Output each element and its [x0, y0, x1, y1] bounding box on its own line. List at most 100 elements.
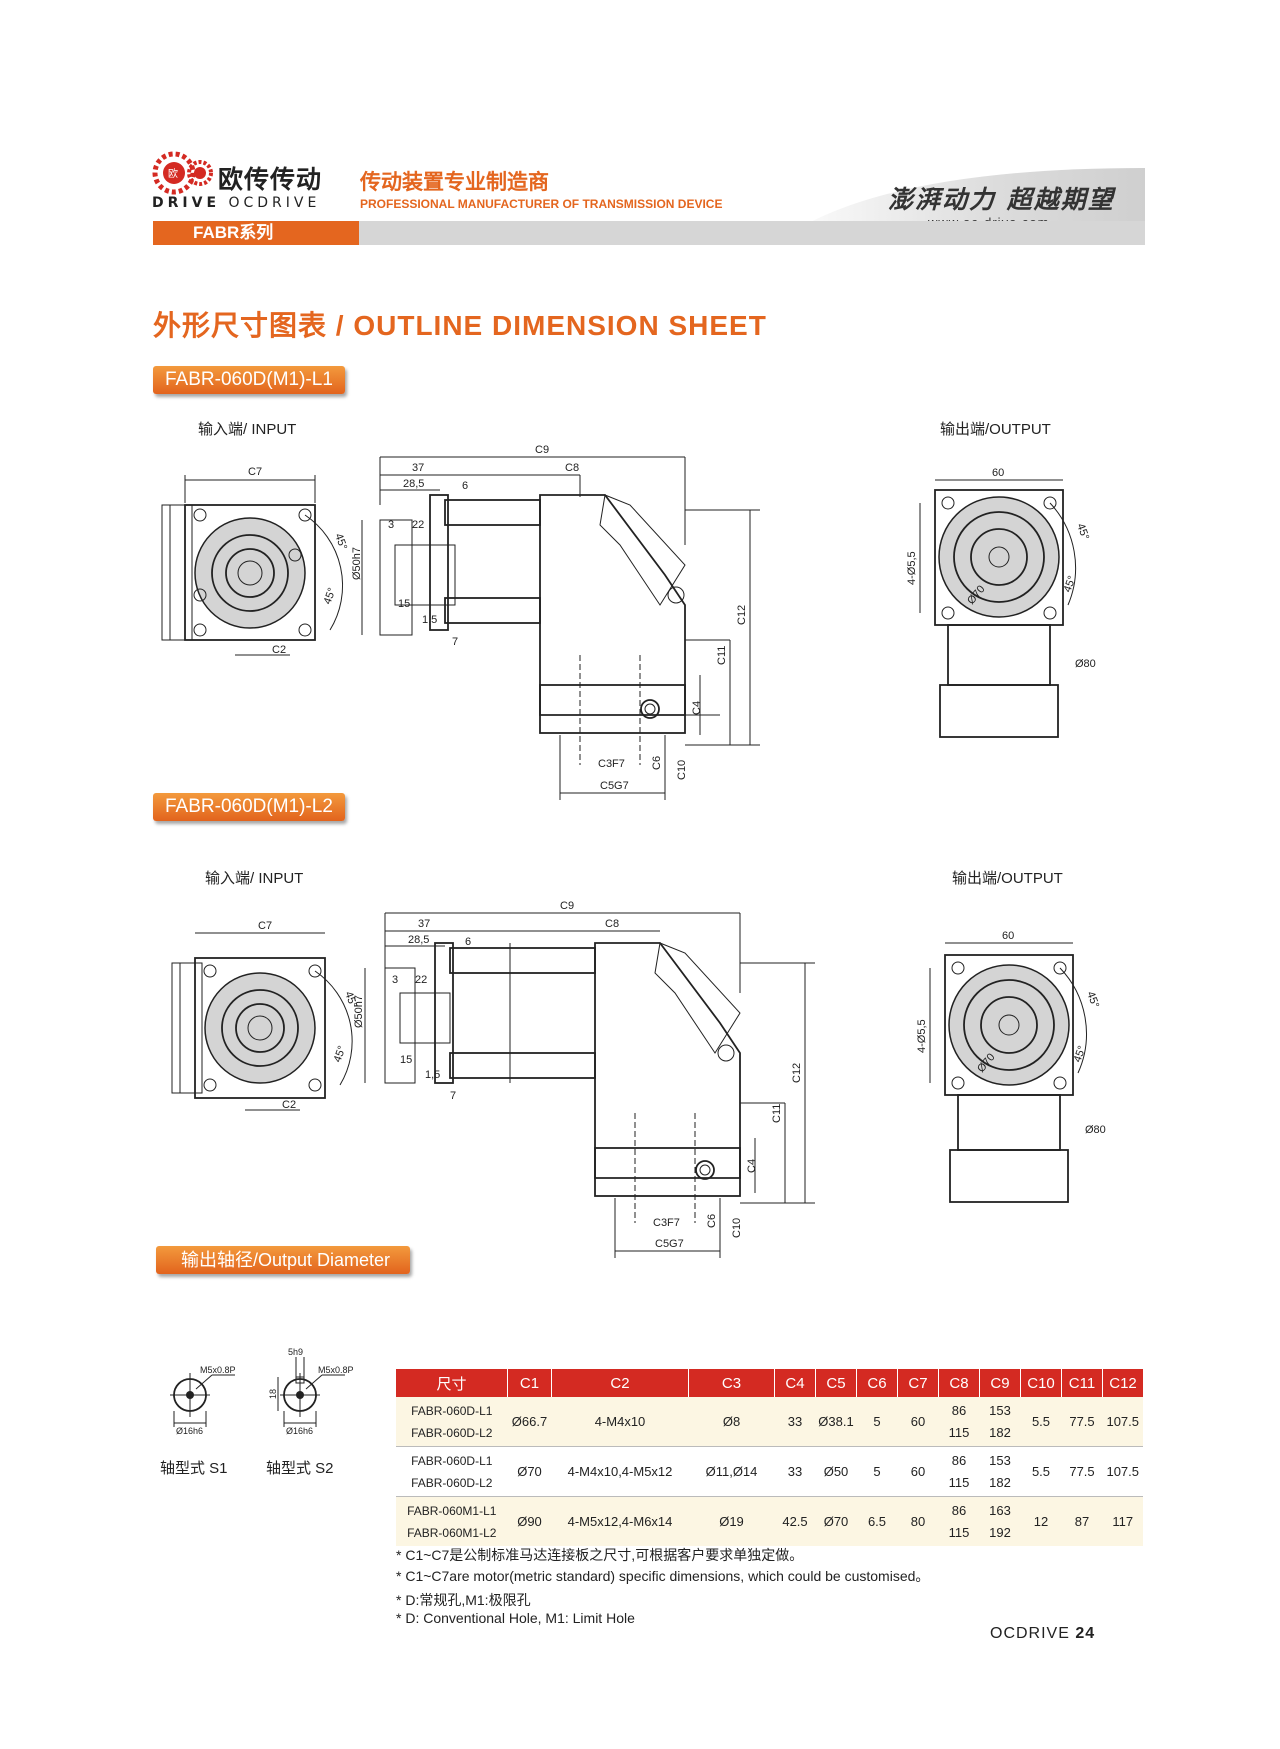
dim-c8-l2: C8: [605, 918, 619, 930]
dim-c2-l2: C2: [282, 1099, 296, 1111]
th-c1: C1: [507, 1369, 552, 1397]
dim-3: 3: [388, 519, 394, 531]
dim-28: 28,5: [403, 478, 424, 490]
th-c12: C12: [1102, 1369, 1143, 1397]
th-c4: C4: [774, 1369, 816, 1397]
note-1: * C1~C7是公制标准马达连接板之尺寸,可根据客户要求单独定做。: [396, 1547, 804, 1563]
side-view-l1: C9 C8 37 28,5 6 3 22 Ø50h7 15 1,5 7 C12 …: [351, 445, 760, 800]
shaft-s1-label: 轴型式 S1: [160, 1460, 228, 1477]
th-c3: C3: [688, 1369, 775, 1397]
dim-45a-l2: 45°: [342, 990, 359, 1010]
th-c5: C5: [815, 1369, 857, 1397]
dim-15: 15: [398, 598, 410, 610]
dim-45c-l2: 45°: [1084, 990, 1101, 1010]
dim-c9-l2: C9: [560, 900, 574, 912]
dim-50: Ø50h7: [351, 547, 363, 580]
dim-c12-l2: C12: [791, 1063, 803, 1083]
shaft-s2-diagram: 5h9 18 M5x0.8P Ø16h6: [268, 1347, 354, 1436]
dim-45b: 45°: [322, 586, 339, 606]
drawing-l1: C7 C2 45° 45° C9 C8 37 28,5 6 3: [161, 445, 1096, 800]
dim-45b-l2: 45°: [332, 1044, 349, 1064]
dim-4-55: 4-Ø5,5: [906, 551, 918, 585]
output-view-l2: 60 4-Ø5,5 Ø70 45° 45° Ø80: [916, 930, 1106, 1203]
output-diameter-badge: 输出轴径/Output Diameter: [156, 1246, 411, 1274]
dim-c7: C7: [248, 466, 262, 478]
th-c2: C2: [551, 1369, 689, 1397]
dim-7: 7: [452, 636, 458, 648]
dim-c9: C9: [535, 445, 549, 456]
dim-1-5: 1,5: [422, 614, 437, 626]
note-4: * D: Conventional Hole, M1: Limit Hole: [396, 1610, 635, 1626]
dim-22: 22: [412, 519, 424, 531]
dim-c6: C6: [651, 756, 663, 770]
th-c8: C8: [938, 1369, 980, 1397]
svg-text:欧: 欧: [168, 168, 178, 180]
model-badge-l2: FABR-060D(M1)-L2: [153, 793, 345, 821]
s2-dia: Ø16h6: [286, 1426, 313, 1436]
dim-c5: C5G7: [600, 780, 629, 792]
dim-c12: C12: [736, 605, 748, 625]
s1-dia: Ø16h6: [176, 1426, 203, 1436]
dim-1-5-l2: 1,5: [425, 1069, 440, 1081]
dim-c11: C11: [716, 646, 728, 665]
note-3: * D:常规孔,M1:极限孔: [396, 1592, 531, 1608]
output-label-l1: 输出端/OUTPUT: [940, 421, 1051, 438]
dim-6: 6: [462, 480, 468, 492]
brand-logo-icon: 欧: [152, 151, 213, 195]
dim-c11-l2: C11: [771, 1104, 783, 1123]
input-view-l2: C7 C2 45° 45°: [171, 920, 359, 1111]
dim-c4: C4: [691, 701, 703, 715]
dim-c10-l2: C10: [731, 1218, 743, 1238]
dim-45c: 45°: [1074, 522, 1091, 542]
s2-height: 18: [268, 1389, 278, 1399]
table-header-row: 尺寸 C1 C2 C3 C4 C5 C6 C7 C8 C9 C10 C11 C1…: [396, 1369, 1143, 1397]
tagline-cn: 传动装置专业制造商: [360, 171, 549, 194]
dim-c3-l2: C3F7: [653, 1217, 680, 1229]
th-c9: C9: [979, 1369, 1021, 1397]
input-view-l1: C7 C2 45° 45°: [161, 466, 349, 656]
th-c6: C6: [856, 1369, 898, 1397]
section-title: 外形尺寸图表 / OUTLINE DIMENSION SHEET: [153, 310, 767, 341]
dim-45d: 45°: [1062, 574, 1079, 594]
tagline-en: PROFESSIONAL MANUFACTURER OF TRANSMISSIO…: [360, 197, 723, 211]
dim-60: 60: [992, 467, 1004, 479]
side-view-l2: C9 C8 37 28,5 6 3 22 Ø50h7 15 1,5 7 C12 …: [353, 900, 815, 1258]
dim-45a: 45°: [332, 532, 349, 552]
dim-4-55-l2: 4-Ø5,5: [916, 1019, 928, 1053]
dim-c5-l2: C5G7: [655, 1238, 684, 1250]
th-size: 尺寸: [396, 1369, 508, 1397]
model-badge-l1: FABR-060D(M1)-L1: [153, 366, 345, 394]
drawing-l2: C7 C2 45° 45° C9 C8 37 28,5 6 3 22: [171, 900, 1106, 1258]
dim-37: 37: [412, 462, 424, 474]
spec-table: 尺寸 C1 C2 C3 C4 C5 C6 C7 C8 C9 C10 C11 C1…: [396, 1369, 1143, 1546]
dim-c4-l2: C4: [746, 1159, 758, 1173]
dim-3-l2: 3: [392, 974, 398, 986]
dim-c3: C3F7: [598, 758, 625, 770]
dim-50-l2: Ø50h7: [353, 995, 365, 1028]
s2-thread: M5x0.8P: [318, 1365, 354, 1375]
th-c11: C11: [1061, 1369, 1103, 1397]
th-c7: C7: [897, 1369, 939, 1397]
dim-c6-l2: C6: [706, 1214, 718, 1228]
page-footer: OCDRIVE 24: [990, 1625, 1096, 1642]
dim-6-l2: 6: [465, 936, 471, 948]
header-rule: [359, 221, 1145, 245]
th-c10: C10: [1020, 1369, 1062, 1397]
s2-key: 5h9: [288, 1347, 303, 1357]
input-label-l1: 输入端/ INPUT: [198, 421, 297, 438]
dim-c2: C2: [272, 644, 286, 656]
shaft-s1-diagram: M5x0.8P Ø16h6: [170, 1365, 236, 1436]
dim-c10: C10: [676, 760, 688, 780]
dim-15-l2: 15: [400, 1054, 412, 1066]
shaft-diagrams: M5x0.8P Ø16h6 5h9 18 M5x0.8P Ø16h6: [170, 1347, 354, 1436]
s1-thread: M5x0.8P: [200, 1365, 236, 1375]
dim-22-l2: 22: [415, 974, 427, 986]
input-label-l2: 输入端/ INPUT: [205, 870, 304, 887]
dim-7-l2: 7: [450, 1090, 456, 1102]
output-view-l1: 60 4-Ø5,5 Ø70 45° 45° Ø80: [906, 467, 1096, 738]
dim-37-l2: 37: [418, 918, 430, 930]
dim-45d-l2: 45°: [1072, 1044, 1089, 1064]
